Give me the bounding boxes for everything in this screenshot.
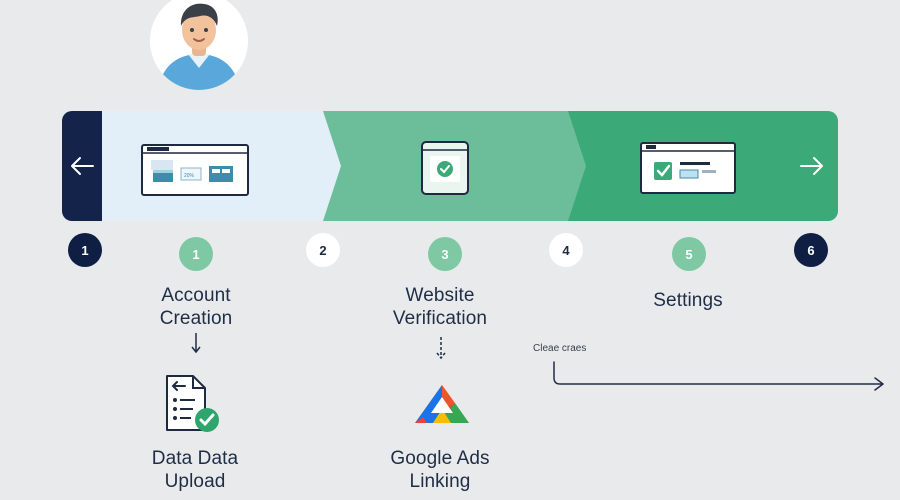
user-avatar xyxy=(150,0,248,90)
document-check-icon xyxy=(420,140,470,201)
step-marker: 5 xyxy=(672,237,706,271)
checklist-document-icon xyxy=(163,374,221,439)
google-ads-logo-icon xyxy=(411,381,473,432)
arrow-right-icon xyxy=(800,157,823,175)
tile-text: 20% xyxy=(184,173,195,179)
arrow-left-icon xyxy=(71,157,94,175)
label-settings: Settings xyxy=(653,290,723,311)
connector-arrow-icon xyxy=(549,360,889,397)
label-google-ads-linking: Google Ads Linking xyxy=(390,448,490,492)
settings-window-icon xyxy=(640,142,736,199)
step-marker: 3 xyxy=(428,237,462,271)
step-marker: 1 xyxy=(179,237,213,271)
progress-banner: 20% xyxy=(62,111,838,221)
back-button[interactable] xyxy=(62,111,102,221)
forward-button[interactable] xyxy=(792,111,832,221)
browser-window-icon xyxy=(141,144,249,201)
step-marker: 6 xyxy=(794,233,828,267)
label-website-verification: Website Verification xyxy=(392,285,488,329)
step-marker: 4 xyxy=(549,233,583,267)
label-account-creation: Account Creation xyxy=(159,285,233,329)
note-text: Cleae craes xyxy=(533,343,587,354)
arrow-down-icon xyxy=(431,336,451,363)
label-data-upload: Data Data Upload xyxy=(151,448,239,492)
arrow-down-icon xyxy=(186,332,206,357)
person-avatar-icon xyxy=(150,0,248,90)
step-marker: 2 xyxy=(306,233,340,267)
step-marker: 1 xyxy=(68,233,102,267)
